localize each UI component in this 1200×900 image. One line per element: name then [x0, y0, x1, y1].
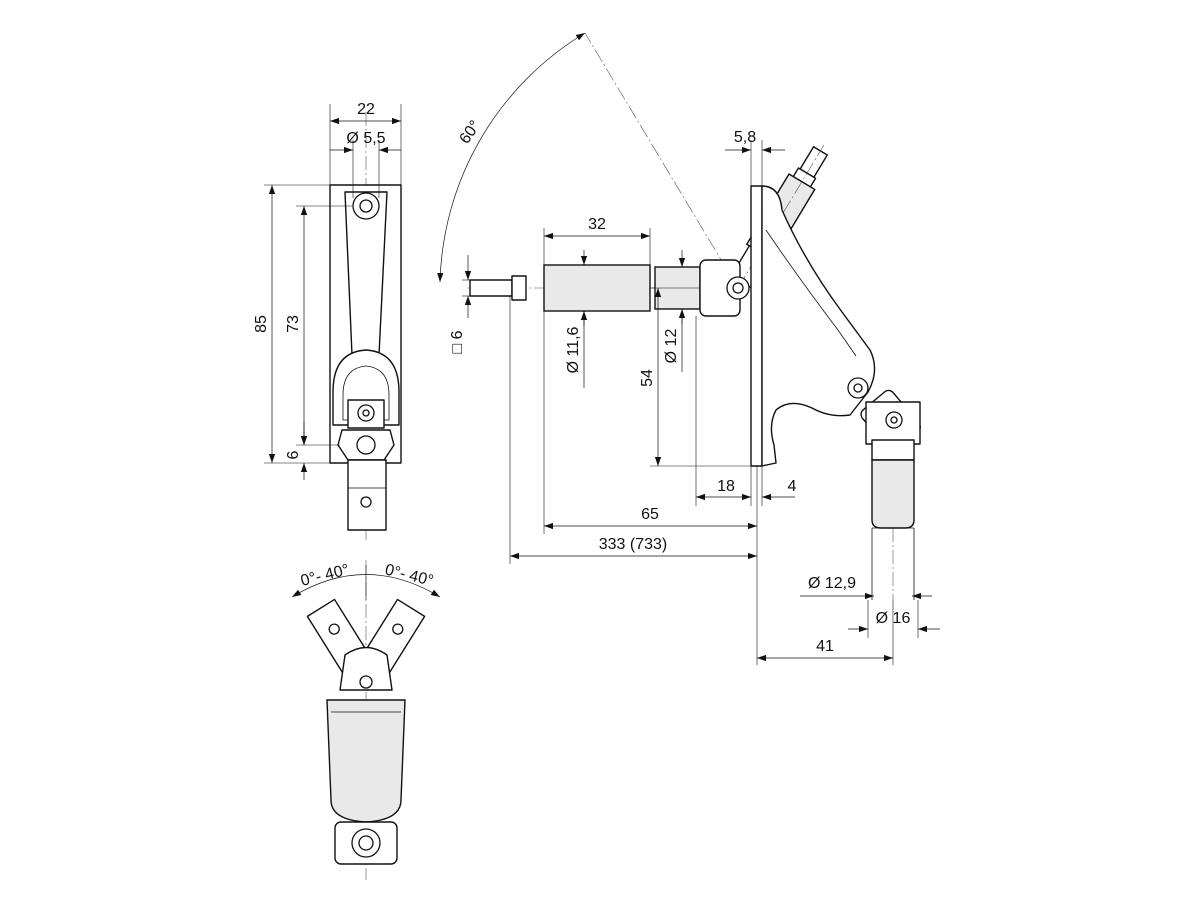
front-view: 22 Ø 5,5 85 73 6: [253, 101, 402, 540]
dim-angle-60: 60°: [456, 118, 484, 148]
bracket-housing: [761, 185, 876, 467]
dim-len-65: 65: [641, 506, 659, 523]
side-view: 60°: [437, 32, 940, 665]
dim-len-18: 18: [717, 478, 735, 495]
dim-len-333: 333 (733): [599, 536, 668, 553]
dim-swivel-left: 0°- 40°: [299, 561, 351, 589]
dim-dia-12-9: Ø 12,9: [808, 575, 856, 592]
dim-dia-12: Ø 12: [663, 329, 680, 364]
dim-height-6: 6: [285, 450, 302, 459]
square-tip: [469, 279, 513, 297]
sleeve-11-6: [543, 264, 651, 312]
mounting-plate-side: [750, 185, 763, 467]
handle-tube: [871, 459, 915, 529]
dim-height-54: 54: [639, 369, 656, 387]
dim-height-73: 73: [285, 315, 302, 333]
swivel-view: 0°- 40° 0°- 40°: [291, 560, 441, 880]
dim-dia-11-6: Ø 11,6: [565, 326, 582, 373]
swivel-joint: [339, 646, 393, 691]
square-drive-front: [347, 459, 387, 531]
dim-plate-5-8: 5,8: [734, 129, 756, 146]
dim-width-22: 22: [357, 101, 375, 118]
dim-height-85: 85: [253, 315, 270, 333]
dim-sleeve-32: 32: [588, 216, 606, 233]
dim-hole-dia-5-5: Ø 5,5: [346, 130, 385, 147]
dim-square-6: □ 6: [449, 330, 466, 353]
swivel-body: [326, 699, 406, 823]
dim-len-4: 4: [788, 478, 797, 495]
dim-len-41: 41: [816, 638, 834, 655]
dim-swivel-right: 0°- 40°: [383, 561, 435, 589]
